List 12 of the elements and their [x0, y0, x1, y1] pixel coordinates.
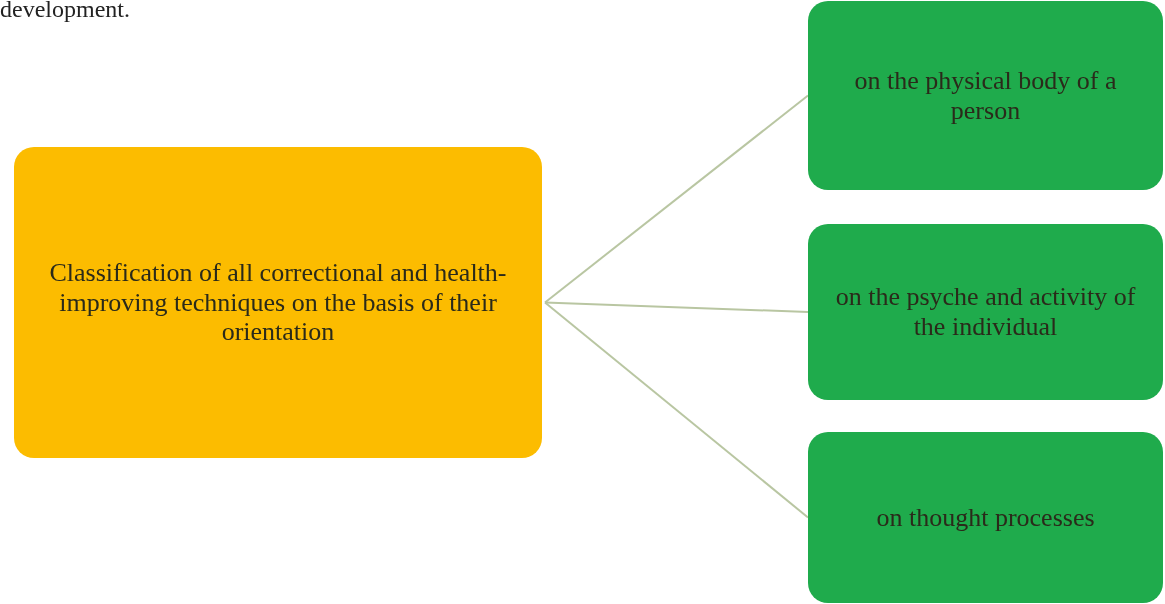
category-box: [808, 1, 1163, 190]
box-text: Classification of all correctional and health-improving techniques on the basis of their orientation: [48, 257, 508, 348]
classification-box: [14, 147, 542, 458]
box-text: on the psyche and activity of the individual: [834, 282, 1137, 342]
connector-line: [544, 301, 809, 519]
box-text: on thought processes: [876, 502, 1095, 533]
box-text: on the physical body of a person: [853, 65, 1118, 126]
connector-line: [544, 94, 809, 304]
category-box: [808, 224, 1163, 400]
body-text: development.: [0, 0, 130, 23]
connector-line: [544, 301, 809, 313]
category-box: [808, 432, 1163, 603]
